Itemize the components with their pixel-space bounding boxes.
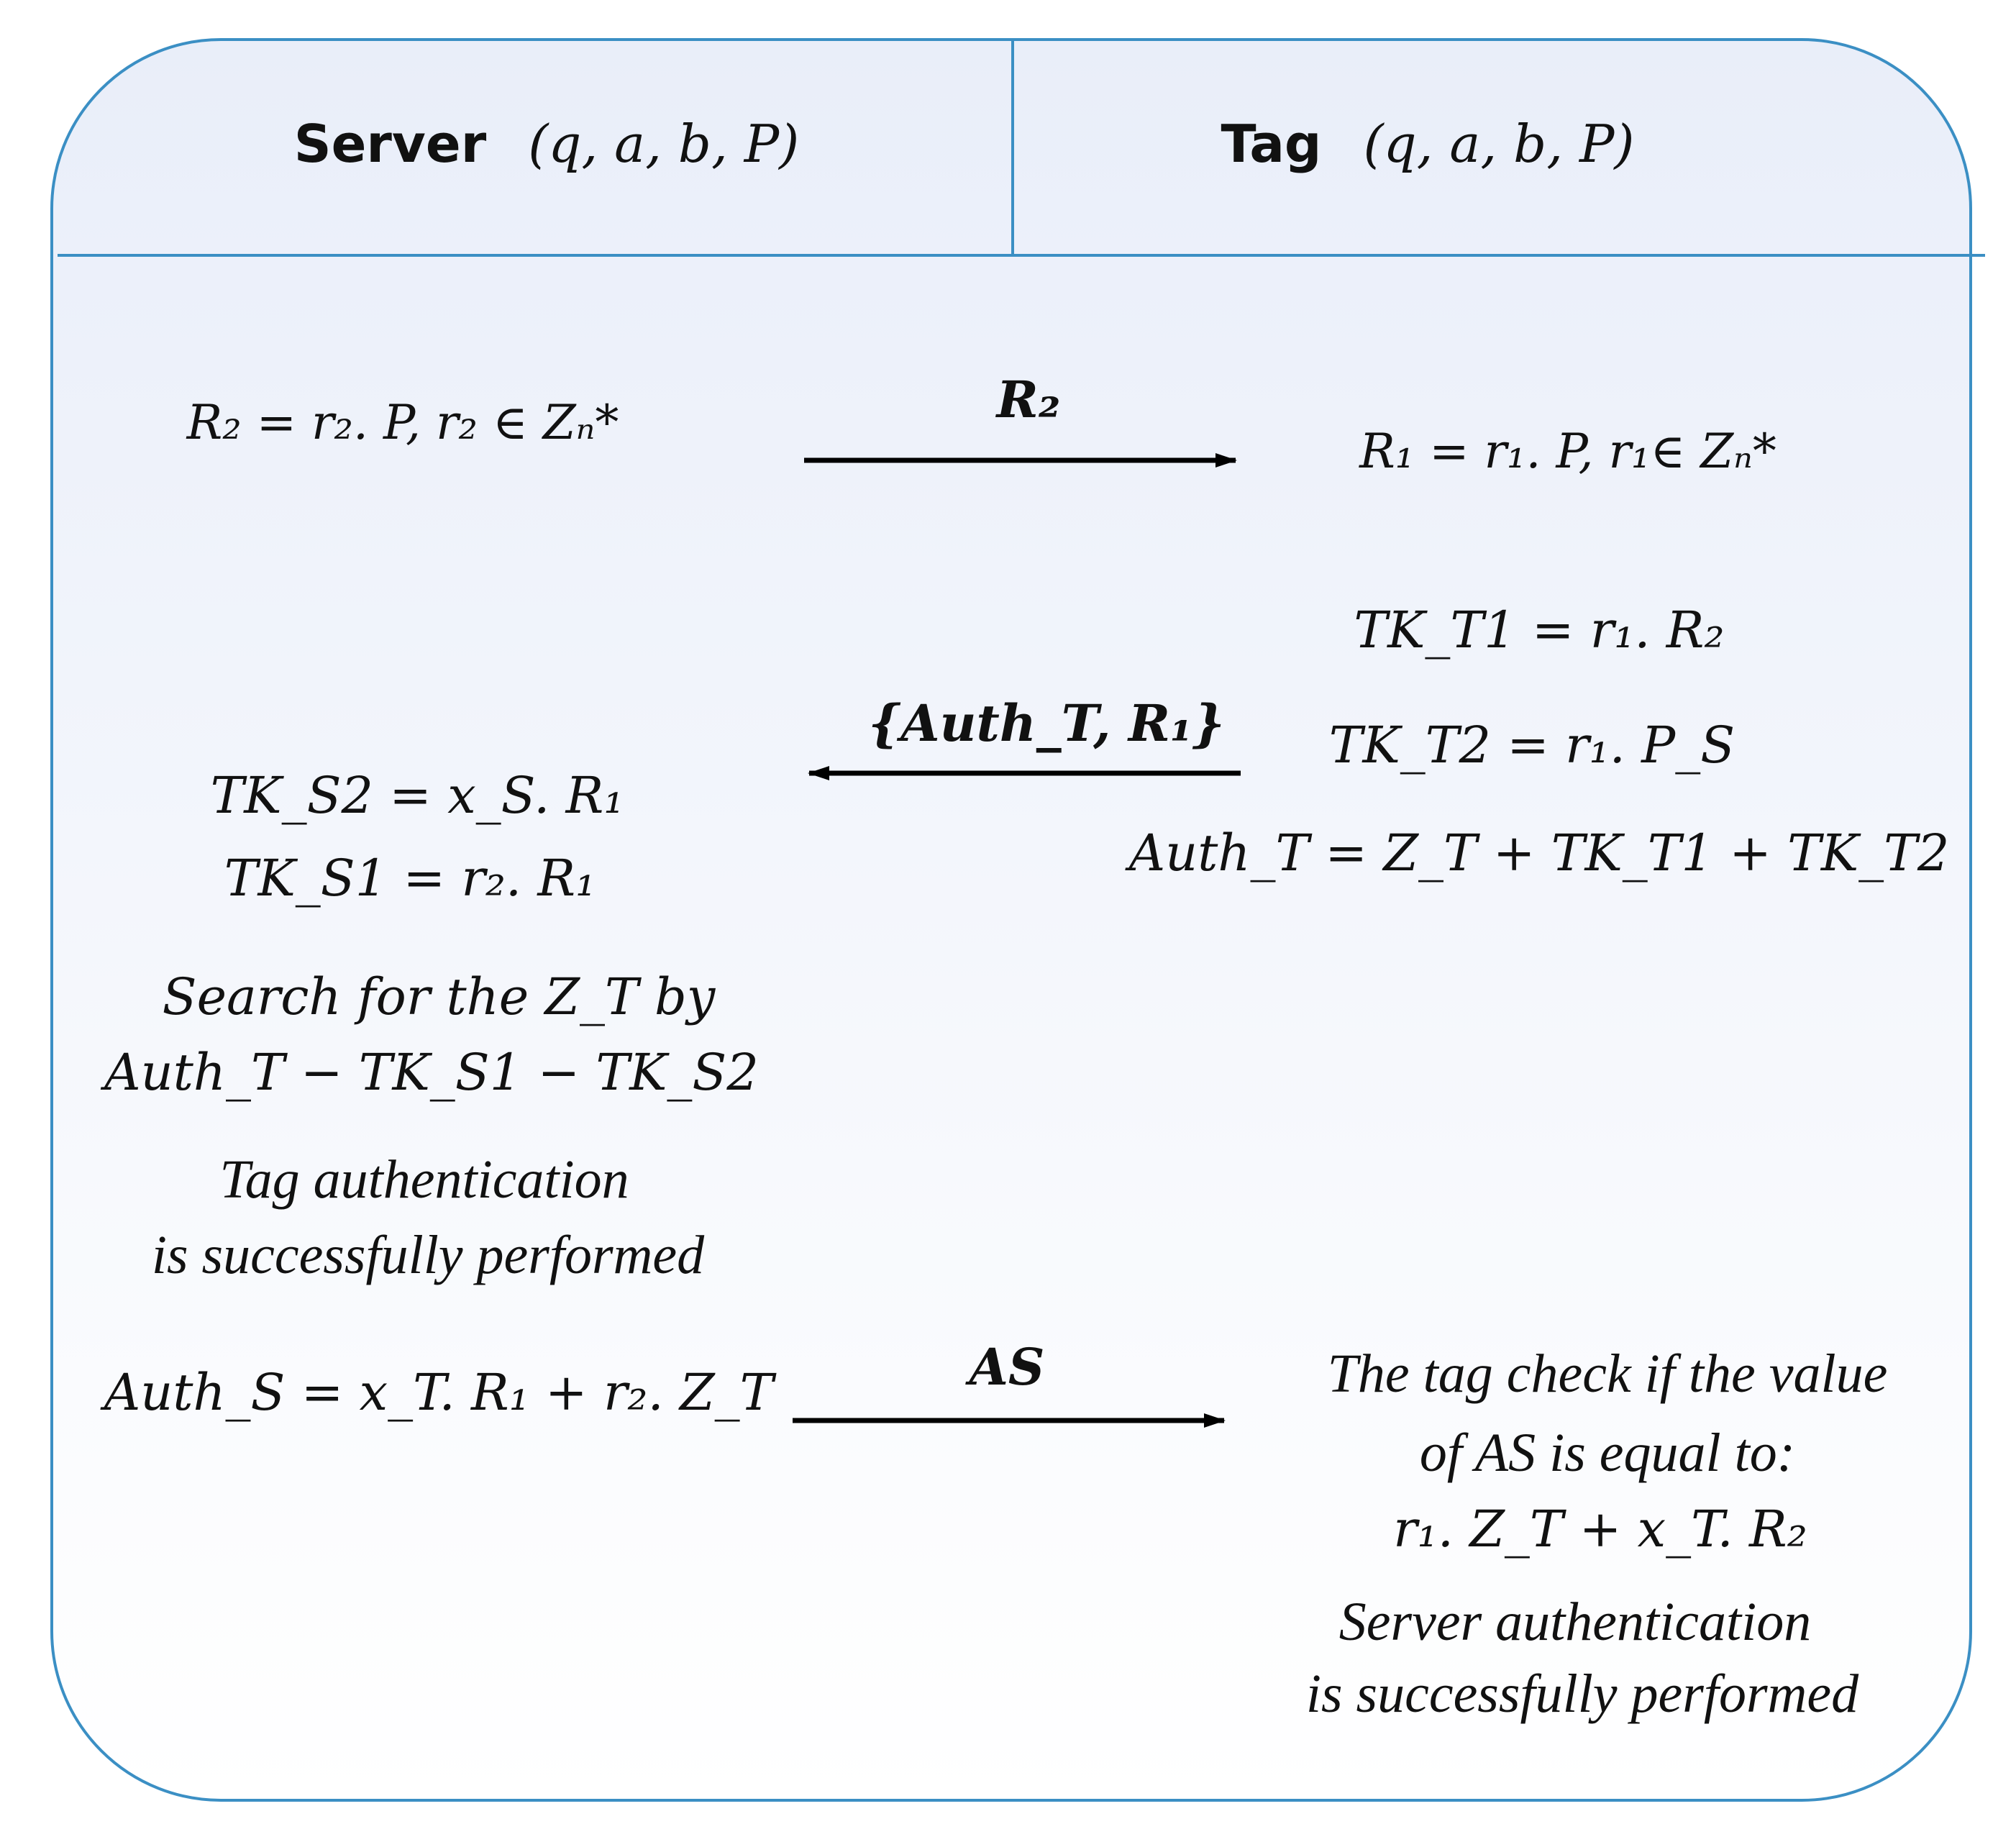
tag-r1-choice: R₁ = r₁. P, r₁∈ Zₙ* bbox=[1359, 424, 1776, 479]
server-tag-auth-line2: is successfully performed bbox=[152, 1225, 705, 1285]
server-name: Server bbox=[294, 114, 487, 174]
server-params: (q, a, b, P) bbox=[528, 114, 799, 174]
message-auth-label: {Auth_T, R₁} bbox=[868, 693, 1224, 753]
tag-tk-t2: TK_T2 = r₁. P_S bbox=[1329, 716, 1735, 775]
tag-server-auth-line1: Server authentication bbox=[1339, 1592, 1811, 1652]
tag-tk-t1: TK_T1 = r₁. R₂ bbox=[1354, 601, 1724, 660]
tag-check-line1: The tag check if the value bbox=[1328, 1344, 1888, 1404]
tag-check-line2: of AS is equal to: bbox=[1420, 1423, 1795, 1483]
tag-params: (q, a, b, P) bbox=[1363, 114, 1634, 174]
message-r2-label: R₂ bbox=[995, 370, 1061, 429]
server-tk-s1: TK_S1 = r₂. R₁ bbox=[224, 849, 596, 908]
diagram-frame bbox=[50, 38, 1972, 1802]
tag-auth-t: Auth_T = Z_T + TK_T1 + TK_T2 bbox=[1125, 824, 1950, 883]
tag-header: Tag (q, a, b, P) bbox=[1221, 114, 1634, 174]
server-search-line2: Auth_T − TK_S1 − TK_S2 bbox=[100, 1043, 759, 1102]
tag-check-line3: r₁. Z_T + x_T. R₂ bbox=[1393, 1500, 1807, 1559]
server-auth-s: Auth_S = x_T. R₁ + r₂. Z_T bbox=[100, 1363, 777, 1422]
server-r2-choice: R₂ = r₂. P, r₂ ∈ Zₙ* bbox=[186, 395, 619, 450]
message-as-label: AS bbox=[965, 1337, 1045, 1397]
server-header: Server (q, a, b, P) bbox=[294, 114, 800, 174]
tag-name: Tag bbox=[1221, 114, 1321, 174]
tag-server-auth-line2: is successfully performed bbox=[1306, 1664, 1859, 1724]
server-tk-s2: TK_S2 = x_S. R₁ bbox=[211, 766, 624, 825]
server-search-line1: Search for the Z_T by bbox=[163, 967, 716, 1026]
server-tag-auth-line1: Tag authentication bbox=[219, 1149, 629, 1210]
